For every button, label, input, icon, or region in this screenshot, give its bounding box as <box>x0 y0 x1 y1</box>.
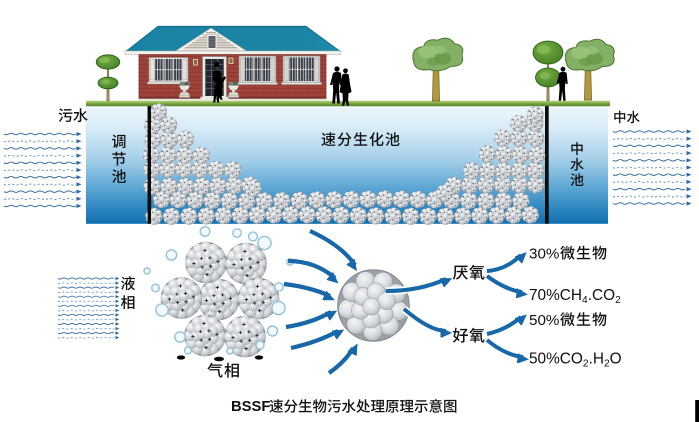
svg-text:50%CO2.H2O: 50%CO2.H2O <box>529 351 622 370</box>
svg-text:BSSF: BSSF <box>231 399 270 415</box>
svg-text:70%CH4.CO2: 70%CH4.CO2 <box>529 287 621 306</box>
svg-text:50%: 50% <box>529 312 559 329</box>
svg-text:30%: 30% <box>529 246 559 263</box>
